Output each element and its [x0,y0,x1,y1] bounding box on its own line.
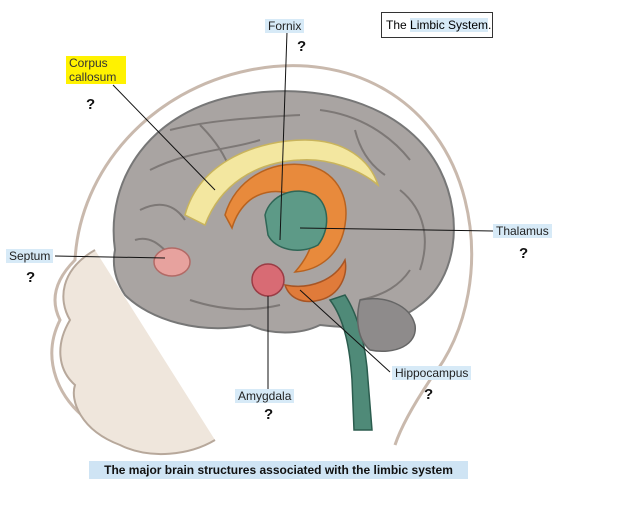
hippocampus-shape [283,257,347,303]
label-hippocampus: Hippocampus [392,366,472,380]
amygdala-shape [251,263,285,297]
question-thalamus: ? [519,245,529,262]
title-prefix: The [386,18,411,32]
label-corpus-line2: callosum [69,70,117,84]
label-thalamus: Thalamus [493,224,552,238]
label-corpus-line1: Corpus [69,56,108,70]
gyri [134,109,426,311]
title-highlight: Limbic System [410,18,489,32]
title-suffix: . [488,18,492,32]
question-corpus-callosum: ? [86,96,96,113]
question-fornix: ? [297,38,307,55]
septum-shape [153,247,191,277]
question-hippocampus: ? [424,386,434,403]
question-septum: ? [26,269,36,286]
face-profile [59,249,216,455]
corpus-callosum-shape [184,139,380,227]
figure-caption: The major brain structures associated wi… [89,461,468,479]
brainstem-shape [328,294,373,431]
label-corpus-callosum: Corpus callosum [66,56,126,84]
label-amygdala: Amygdala [235,389,295,403]
cerebellum-shape [357,298,416,352]
thalamus-shape [264,190,328,251]
title-box: The Limbic System. [381,12,493,38]
leader-lines [54,31,494,390]
label-fornix: Fornix [265,19,305,33]
question-amygdala: ? [264,406,274,423]
head-outline [50,64,474,446]
label-septum: Septum [6,249,54,263]
